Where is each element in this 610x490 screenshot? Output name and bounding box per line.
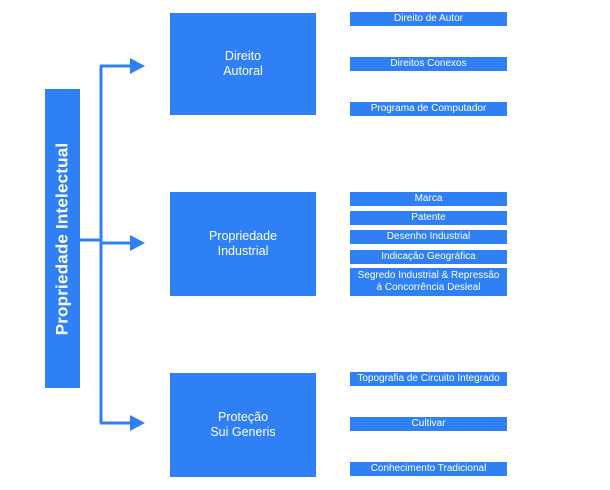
category-label-line: Sui Generis — [210, 425, 276, 439]
leaf-item: Conhecimento Tradicional — [350, 462, 507, 476]
leaf-item: Topografia de Circuito Integrado — [350, 372, 507, 386]
category-label-line: Direito — [224, 49, 262, 63]
leaf-item: Indicação Geográfica — [350, 250, 507, 264]
category-label-line: Industrial — [217, 244, 269, 258]
leaf-item: Segredo Industrial & Repressão á Concorr… — [350, 268, 507, 296]
leaf-item: Direito de Autor — [350, 12, 507, 26]
category-direito-autoral: Direito Autoral — [170, 13, 316, 115]
category-label-line: Proteção — [217, 410, 269, 424]
leaf-item-line: á Concorrência Desleal — [376, 282, 481, 293]
leaf-item-line: Segredo Industrial & Repressão — [357, 270, 500, 281]
arrowhead-3 — [130, 415, 145, 431]
leaf-item: Patente — [350, 211, 507, 225]
leaf-item: Desenho Industrial — [350, 230, 507, 244]
leaf-item: Marca — [350, 192, 507, 206]
category-label-line: Propriedade — [208, 229, 278, 243]
leaf-item: Cultivar — [350, 417, 507, 431]
leaf-item: Programa de Computador — [350, 102, 507, 116]
root-box: Propriedade Intelectual — [45, 89, 80, 388]
leaf-item: Direitos Conexos — [350, 57, 507, 71]
category-propriedade-industrial: Propriedade Industrial — [170, 192, 316, 296]
category-label-line: Autoral — [223, 64, 263, 78]
arrowhead-1 — [130, 58, 145, 74]
arrowhead-2 — [130, 235, 145, 251]
category-protecao-sui-generis: Proteção Sui Generis — [170, 373, 316, 477]
